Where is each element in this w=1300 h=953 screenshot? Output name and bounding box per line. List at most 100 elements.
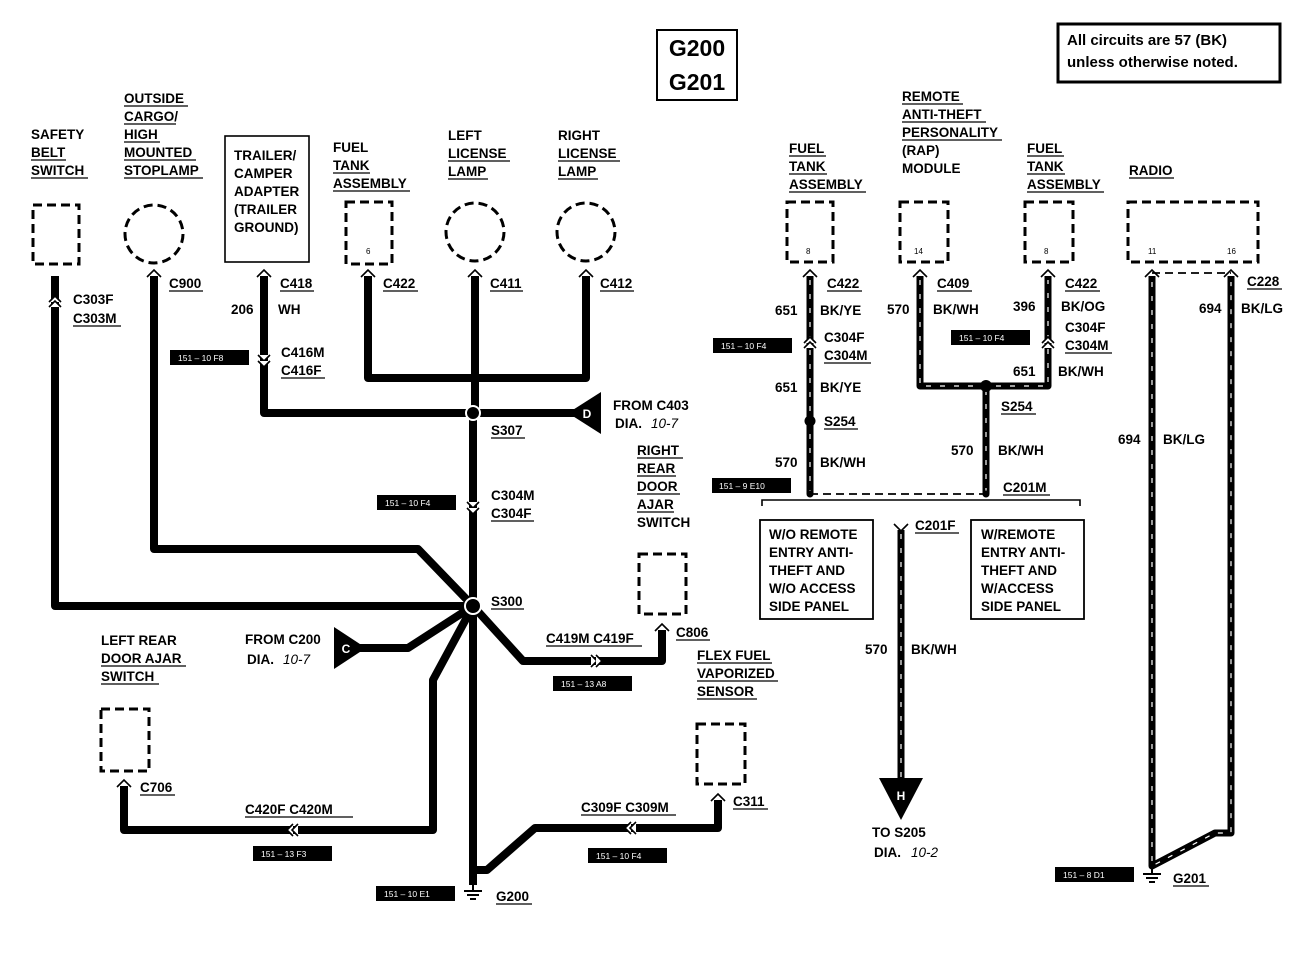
ground-g200 (464, 885, 482, 900)
svg-text:SWITCH: SWITCH (101, 669, 154, 684)
svg-text:8: 8 (806, 247, 811, 256)
svg-text:C: C (342, 642, 351, 656)
svg-text:VAPORIZED: VAPORIZED (697, 666, 775, 681)
svg-text:151 – 10 F4: 151 – 10 F4 (385, 498, 431, 508)
svg-text:TRAILER/: TRAILER/ (234, 148, 296, 163)
svg-text:ADAPTER: ADAPTER (234, 184, 300, 199)
svg-text:(RAP): (RAP) (902, 143, 940, 158)
svg-text:D: D (583, 407, 592, 421)
svg-text:C806: C806 (676, 625, 709, 640)
label-radio: RADIO (1129, 163, 1174, 179)
svg-text:W/REMOTE: W/REMOTE (981, 527, 1055, 542)
label-right-license-lamp: RIGHT LICENSE LAMP (558, 128, 620, 180)
svg-text:BK/WH: BK/WH (820, 455, 866, 470)
svg-text:C422: C422 (383, 276, 415, 291)
svg-text:W/ACCESS: W/ACCESS (981, 581, 1054, 596)
fuel-tank-3 (1023, 200, 1075, 264)
svg-text:S300: S300 (491, 594, 523, 609)
reference-tags: 151 – 10 F8 151 – 10 F4 151 – 13 A8 151 … (170, 330, 1134, 901)
svg-text:FROM C200: FROM C200 (245, 632, 321, 647)
right-license-lamp (555, 201, 617, 263)
svg-text:C201M: C201M (1003, 480, 1047, 495)
svg-text:ASSEMBLY: ASSEMBLY (333, 176, 407, 191)
svg-text:C411: C411 (490, 276, 522, 291)
svg-text:S254: S254 (824, 414, 856, 429)
svg-text:C416M: C416M (281, 345, 325, 360)
svg-text:STOPLAMP: STOPLAMP (124, 163, 199, 178)
svg-text:570: 570 (775, 455, 798, 470)
svg-text:ENTRY ANTI-: ENTRY ANTI- (769, 545, 853, 560)
svg-text:151 – 10 F4: 151 – 10 F4 (596, 851, 642, 861)
svg-text:CAMPER: CAMPER (234, 166, 293, 181)
svg-text:C304F: C304F (1065, 320, 1106, 335)
svg-text:TANK: TANK (789, 159, 826, 174)
svg-text:MOUNTED: MOUNTED (124, 145, 192, 160)
svg-text:FUEL: FUEL (333, 140, 368, 155)
title-box: G200 G201 (656, 29, 738, 101)
rap-module (898, 200, 950, 264)
label-fuel-tank-1: FUEL TANK ASSEMBLY (333, 140, 410, 192)
svg-text:C201F: C201F (915, 518, 956, 533)
svg-text:BK/WH: BK/WH (1058, 364, 1104, 379)
svg-text:FUEL: FUEL (1027, 141, 1062, 156)
flex-fuel-vaporized-sensor (695, 722, 747, 786)
svg-text:SENSOR: SENSOR (697, 684, 754, 699)
ground-g201 (1143, 866, 1161, 883)
svg-text:DIA.: DIA. (247, 652, 274, 667)
svg-text:C311: C311 (733, 794, 765, 809)
svg-text:C900: C900 (169, 276, 201, 291)
svg-text:SIDE PANEL: SIDE PANEL (981, 599, 1061, 614)
svg-text:C706: C706 (140, 780, 173, 795)
svg-text:14: 14 (914, 247, 923, 256)
stoplamp (123, 203, 185, 265)
right-connector-labels: C422 651 BK/YE C304F C304M 651 BK/YE S25… (775, 274, 1283, 887)
svg-text:CARGO/: CARGO/ (124, 109, 178, 124)
svg-text:SWITCH: SWITCH (637, 515, 690, 530)
left-wiring (48, 268, 726, 885)
svg-text:SIDE PANEL: SIDE PANEL (769, 599, 849, 614)
svg-text:10-7: 10-7 (283, 652, 311, 667)
svg-text:C304F: C304F (824, 330, 865, 345)
svg-text:10-2: 10-2 (911, 845, 939, 860)
svg-text:ASSEMBLY: ASSEMBLY (789, 177, 863, 192)
svg-text:C309F C309M: C309F C309M (581, 800, 669, 815)
svg-text:16: 16 (1227, 247, 1236, 256)
svg-text:DOOR: DOOR (637, 479, 678, 494)
svg-text:OUTSIDE: OUTSIDE (124, 91, 184, 106)
svg-text:RIGHT: RIGHT (637, 443, 680, 458)
svg-text:BK/OG: BK/OG (1061, 299, 1105, 314)
svg-text:C304M: C304M (491, 488, 535, 503)
svg-text:PERSONALITY: PERSONALITY (902, 125, 998, 140)
svg-text:C303M: C303M (73, 311, 117, 326)
svg-text:C419M C419F: C419M C419F (546, 631, 634, 646)
svg-text:BK/LG: BK/LG (1163, 432, 1205, 447)
svg-text:651: 651 (775, 303, 798, 318)
svg-text:THEFT AND: THEFT AND (769, 563, 845, 578)
svg-text:G200: G200 (669, 35, 725, 61)
svg-text:151 – 13 F3: 151 – 13 F3 (261, 849, 307, 859)
label-trailer-adapter: TRAILER/ CAMPER ADAPTER (TRAILER GROUND) (224, 135, 310, 263)
ref-h-arrow: H (879, 778, 923, 820)
svg-text:6: 6 (366, 247, 371, 256)
svg-text:694: 694 (1118, 432, 1141, 447)
svg-text:151 – 10 E1: 151 – 10 E1 (384, 889, 430, 899)
label-safety-belt-switch: SAFETY BELT SWITCH (31, 127, 88, 179)
svg-text:570: 570 (887, 302, 910, 317)
right-wiring (761, 268, 1239, 870)
svg-text:570: 570 (865, 642, 888, 657)
svg-text:S254: S254 (1001, 399, 1033, 414)
svg-text:C304M: C304M (1065, 338, 1109, 353)
svg-text:C416F: C416F (281, 363, 322, 378)
label-flex-fuel-sensor: FLEX FUEL VAPORIZED SENSOR (697, 648, 778, 700)
note-box: All circuits are 57 (BK) unless otherwis… (1056, 22, 1282, 84)
option-box-w-remote: W/REMOTE ENTRY ANTI- THEFT AND W/ACCESS … (970, 519, 1085, 620)
svg-text:REMOTE: REMOTE (902, 89, 960, 104)
svg-text:WH: WH (278, 302, 301, 317)
svg-text:RIGHT: RIGHT (558, 128, 601, 143)
svg-text:TO S205: TO S205 (872, 825, 926, 840)
svg-text:TANK: TANK (1027, 159, 1064, 174)
svg-text:SAFETY: SAFETY (31, 127, 84, 142)
svg-text:DIA.: DIA. (615, 416, 642, 431)
svg-text:8: 8 (1044, 247, 1049, 256)
svg-text:10-7: 10-7 (651, 416, 679, 431)
